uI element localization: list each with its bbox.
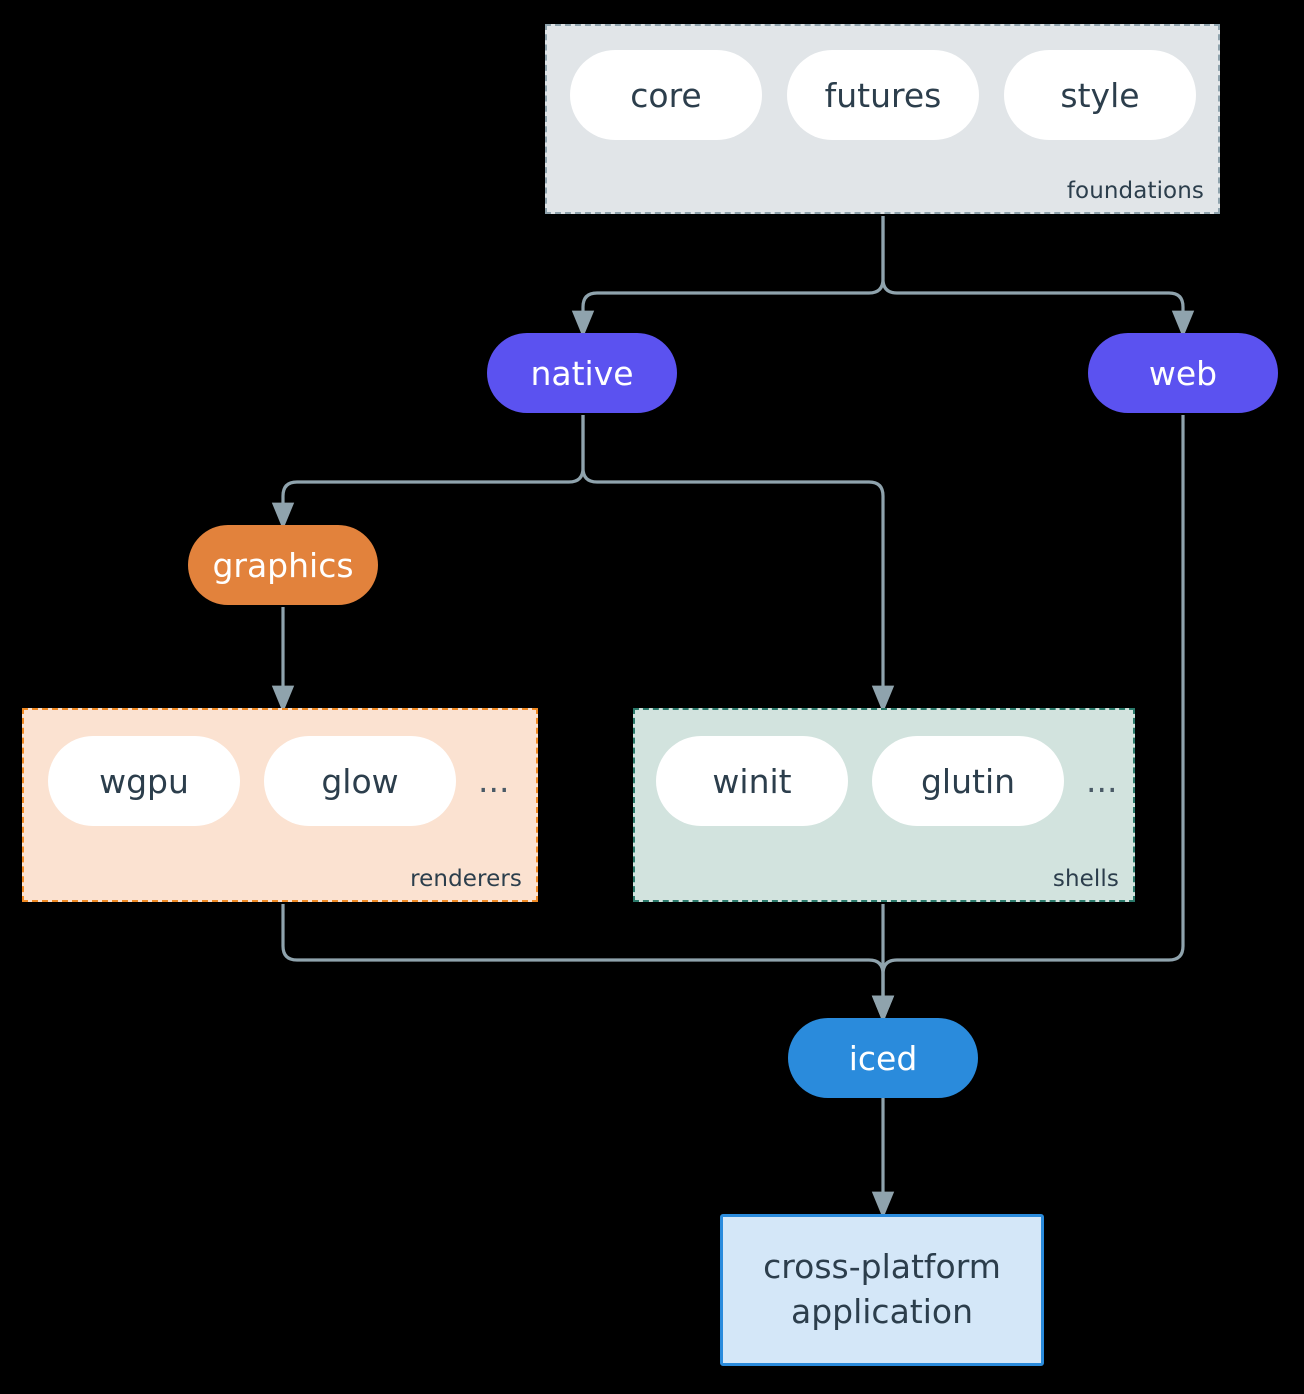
application-label-line2: application [790, 1292, 974, 1331]
edge-renderers-iced [281, 904, 895, 1023]
edge-foundations-native [571, 216, 885, 338]
group-label-shells: shells [1052, 866, 1119, 892]
chip-glutin[interactable]: glutin [872, 736, 1064, 826]
chip-winit[interactable]: winit [656, 736, 848, 826]
edge-native-shells [581, 415, 895, 713]
node-cross-platform-application[interactable]: cross-platform application [720, 1214, 1044, 1366]
chip-wgpu[interactable]: wgpu [48, 736, 240, 826]
group-label-renderers: renderers [410, 866, 522, 892]
shells-more-ellipsis: ... [1086, 761, 1118, 800]
group-label-foundations: foundations [1066, 178, 1204, 204]
application-label-line1: cross-platform [763, 1247, 1001, 1287]
node-graphics[interactable]: graphics [188, 525, 378, 605]
node-native[interactable]: native [487, 333, 677, 413]
chip-glow[interactable]: glow [264, 736, 456, 826]
chip-futures[interactable]: futures [787, 50, 979, 140]
edge-native-graphics [271, 415, 585, 530]
edge-foundations-web [881, 216, 1195, 338]
chip-core[interactable]: core [570, 50, 762, 140]
node-web[interactable]: web [1088, 333, 1278, 413]
renderers-more-ellipsis: ... [478, 761, 510, 800]
node-iced[interactable]: iced [788, 1018, 978, 1098]
chip-style[interactable]: style [1004, 50, 1196, 140]
